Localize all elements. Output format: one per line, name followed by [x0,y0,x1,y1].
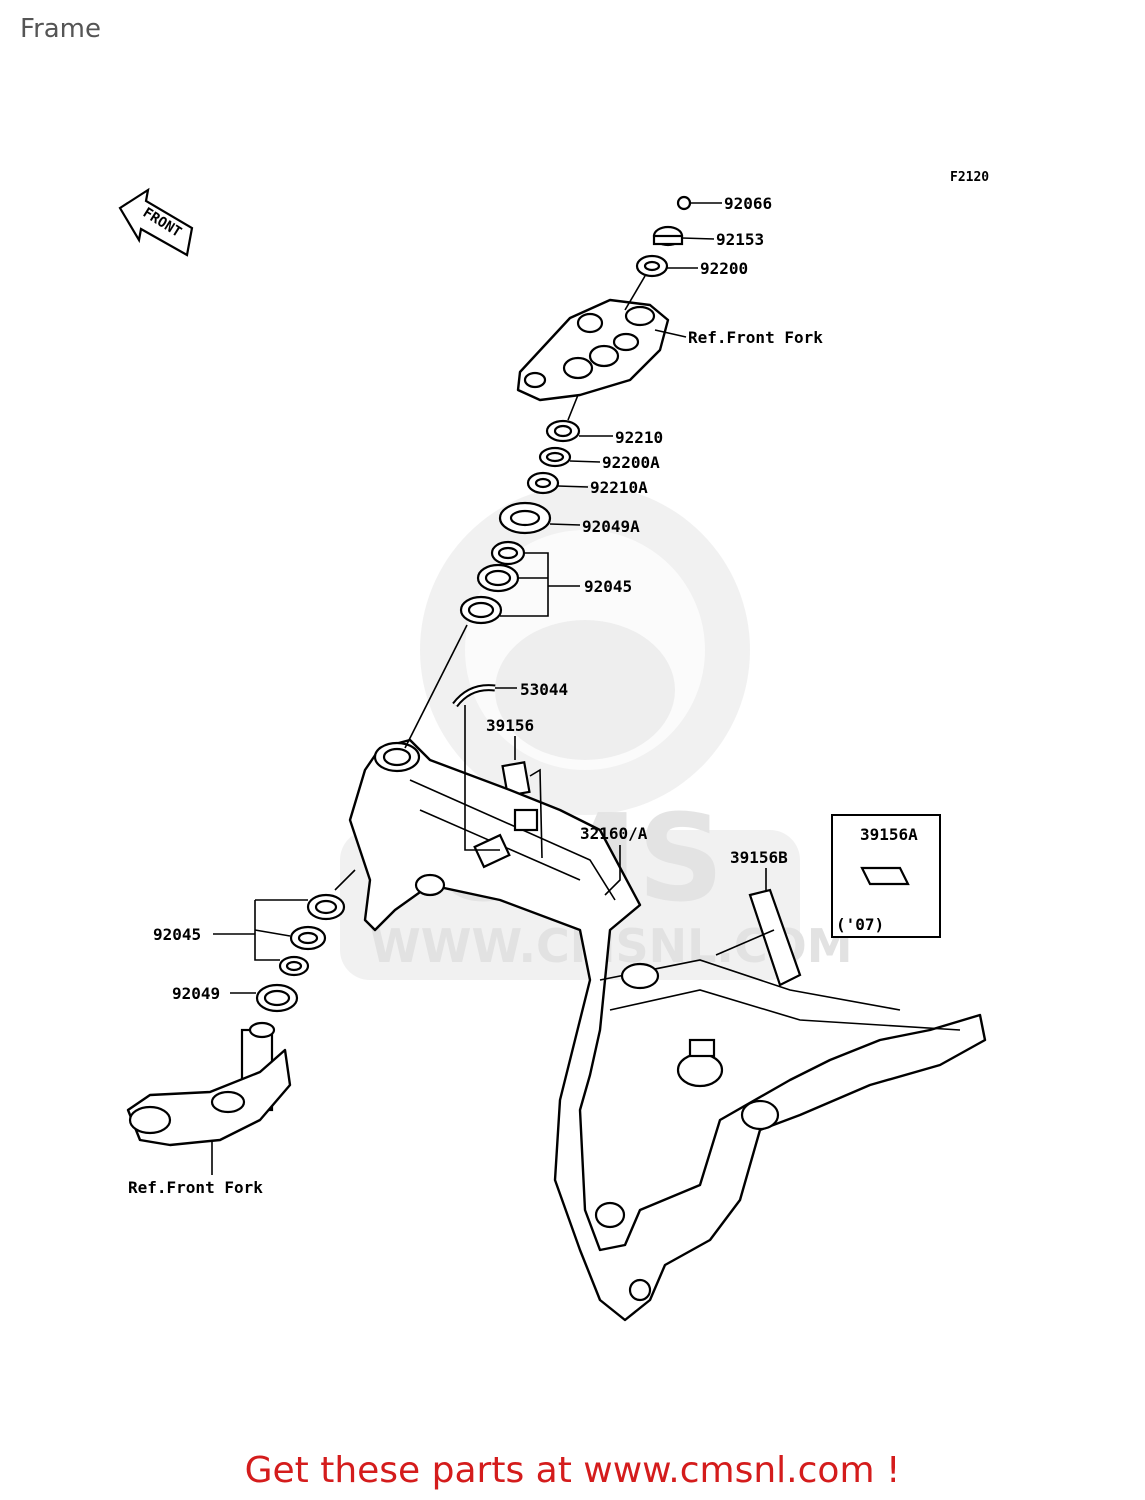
label-32160A: 32160/A [580,824,648,843]
frame-parts-diagram: CMS WWW.CMSNL.COM F2120 FRONT [118,170,989,1322]
label-39156A: 39156A [860,825,918,844]
label-39156B [748,888,802,987]
washer-92200 [635,254,669,278]
label-year-07: ('07) [836,915,884,934]
label-ref-front-fork-bottom: Ref.Front Fork [128,1178,263,1197]
label-92045-bottom: 92045 [153,925,201,944]
frame-32160 [348,738,987,1322]
upper-fork-bracket [516,298,670,402]
label-92049A: 92049A [582,517,640,536]
seal-92049A [498,501,552,535]
label-92200A: 92200A [602,453,660,472]
bearing-set-92045-lower [278,893,346,977]
washer-92200A [538,446,572,468]
cap-nut-92153 [652,225,684,247]
locknut-92210A [526,471,560,495]
label-39156B: 39156B [730,848,788,867]
footer-cta[interactable]: Get these parts at www.cmsnl.com ! [244,1450,901,1491]
label-39156: 39156 [486,716,534,735]
label-39156A-box [831,814,941,938]
front-arrow-icon: FRONT [118,187,194,257]
diagram-code: F2120 [950,170,989,185]
label-92153: 92153 [716,230,764,249]
leader-lines [211,202,775,1175]
label-92066: 92066 [724,194,772,213]
label-92049: 92049 [172,984,220,1003]
label-92210: 92210 [615,428,663,447]
label-53044: 53044 [520,680,568,699]
label-92210A: 92210A [590,478,648,497]
label-92200: 92200 [700,259,748,278]
cap-92066 [676,195,692,211]
page-title: Frame [20,14,102,44]
seal-92049 [255,983,299,1013]
label-ref-front-fork-top: Ref.Front Fork [688,328,823,347]
locknut-92210 [545,419,581,443]
label-92045-top: 92045 [584,577,632,596]
lower-fork-bracket-stem [126,1021,292,1147]
